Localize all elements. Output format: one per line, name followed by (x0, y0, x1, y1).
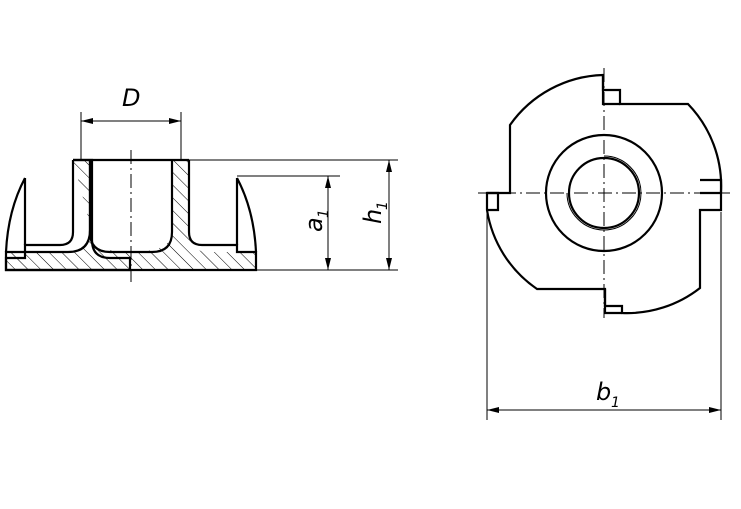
thread-circle (566, 155, 642, 231)
h1-subscript: 1 (375, 201, 391, 210)
left-inner-wall (88, 160, 130, 254)
dimension-D: D (80, 84, 182, 160)
prong-left (487, 191, 500, 212)
right-inner-wall (130, 160, 174, 254)
top-view (478, 68, 730, 318)
dimension-b1: b 1 (486, 212, 722, 420)
left-wall-hatch (6, 160, 130, 270)
b1-subscript: 1 (611, 395, 620, 411)
right-prong (235, 177, 258, 253)
prong-right (700, 178, 723, 195)
D-label: D (122, 84, 140, 112)
section-view (4, 150, 258, 282)
right-wall-hatch (130, 160, 256, 270)
prong-bottom (603, 289, 622, 315)
a1-label: a (300, 217, 328, 232)
left-prong (4, 177, 27, 253)
left-outline (4, 160, 130, 272)
a1-subscript: 1 (316, 209, 332, 218)
h1-label: h (359, 209, 387, 224)
right-outline (130, 160, 258, 272)
dimension-h1: h 1 (189, 159, 398, 270)
flange-outline (485, 73, 723, 315)
b1-label: b (596, 378, 611, 406)
dimension-a1: a 1 (237, 175, 398, 271)
prong-top (601, 75, 620, 106)
